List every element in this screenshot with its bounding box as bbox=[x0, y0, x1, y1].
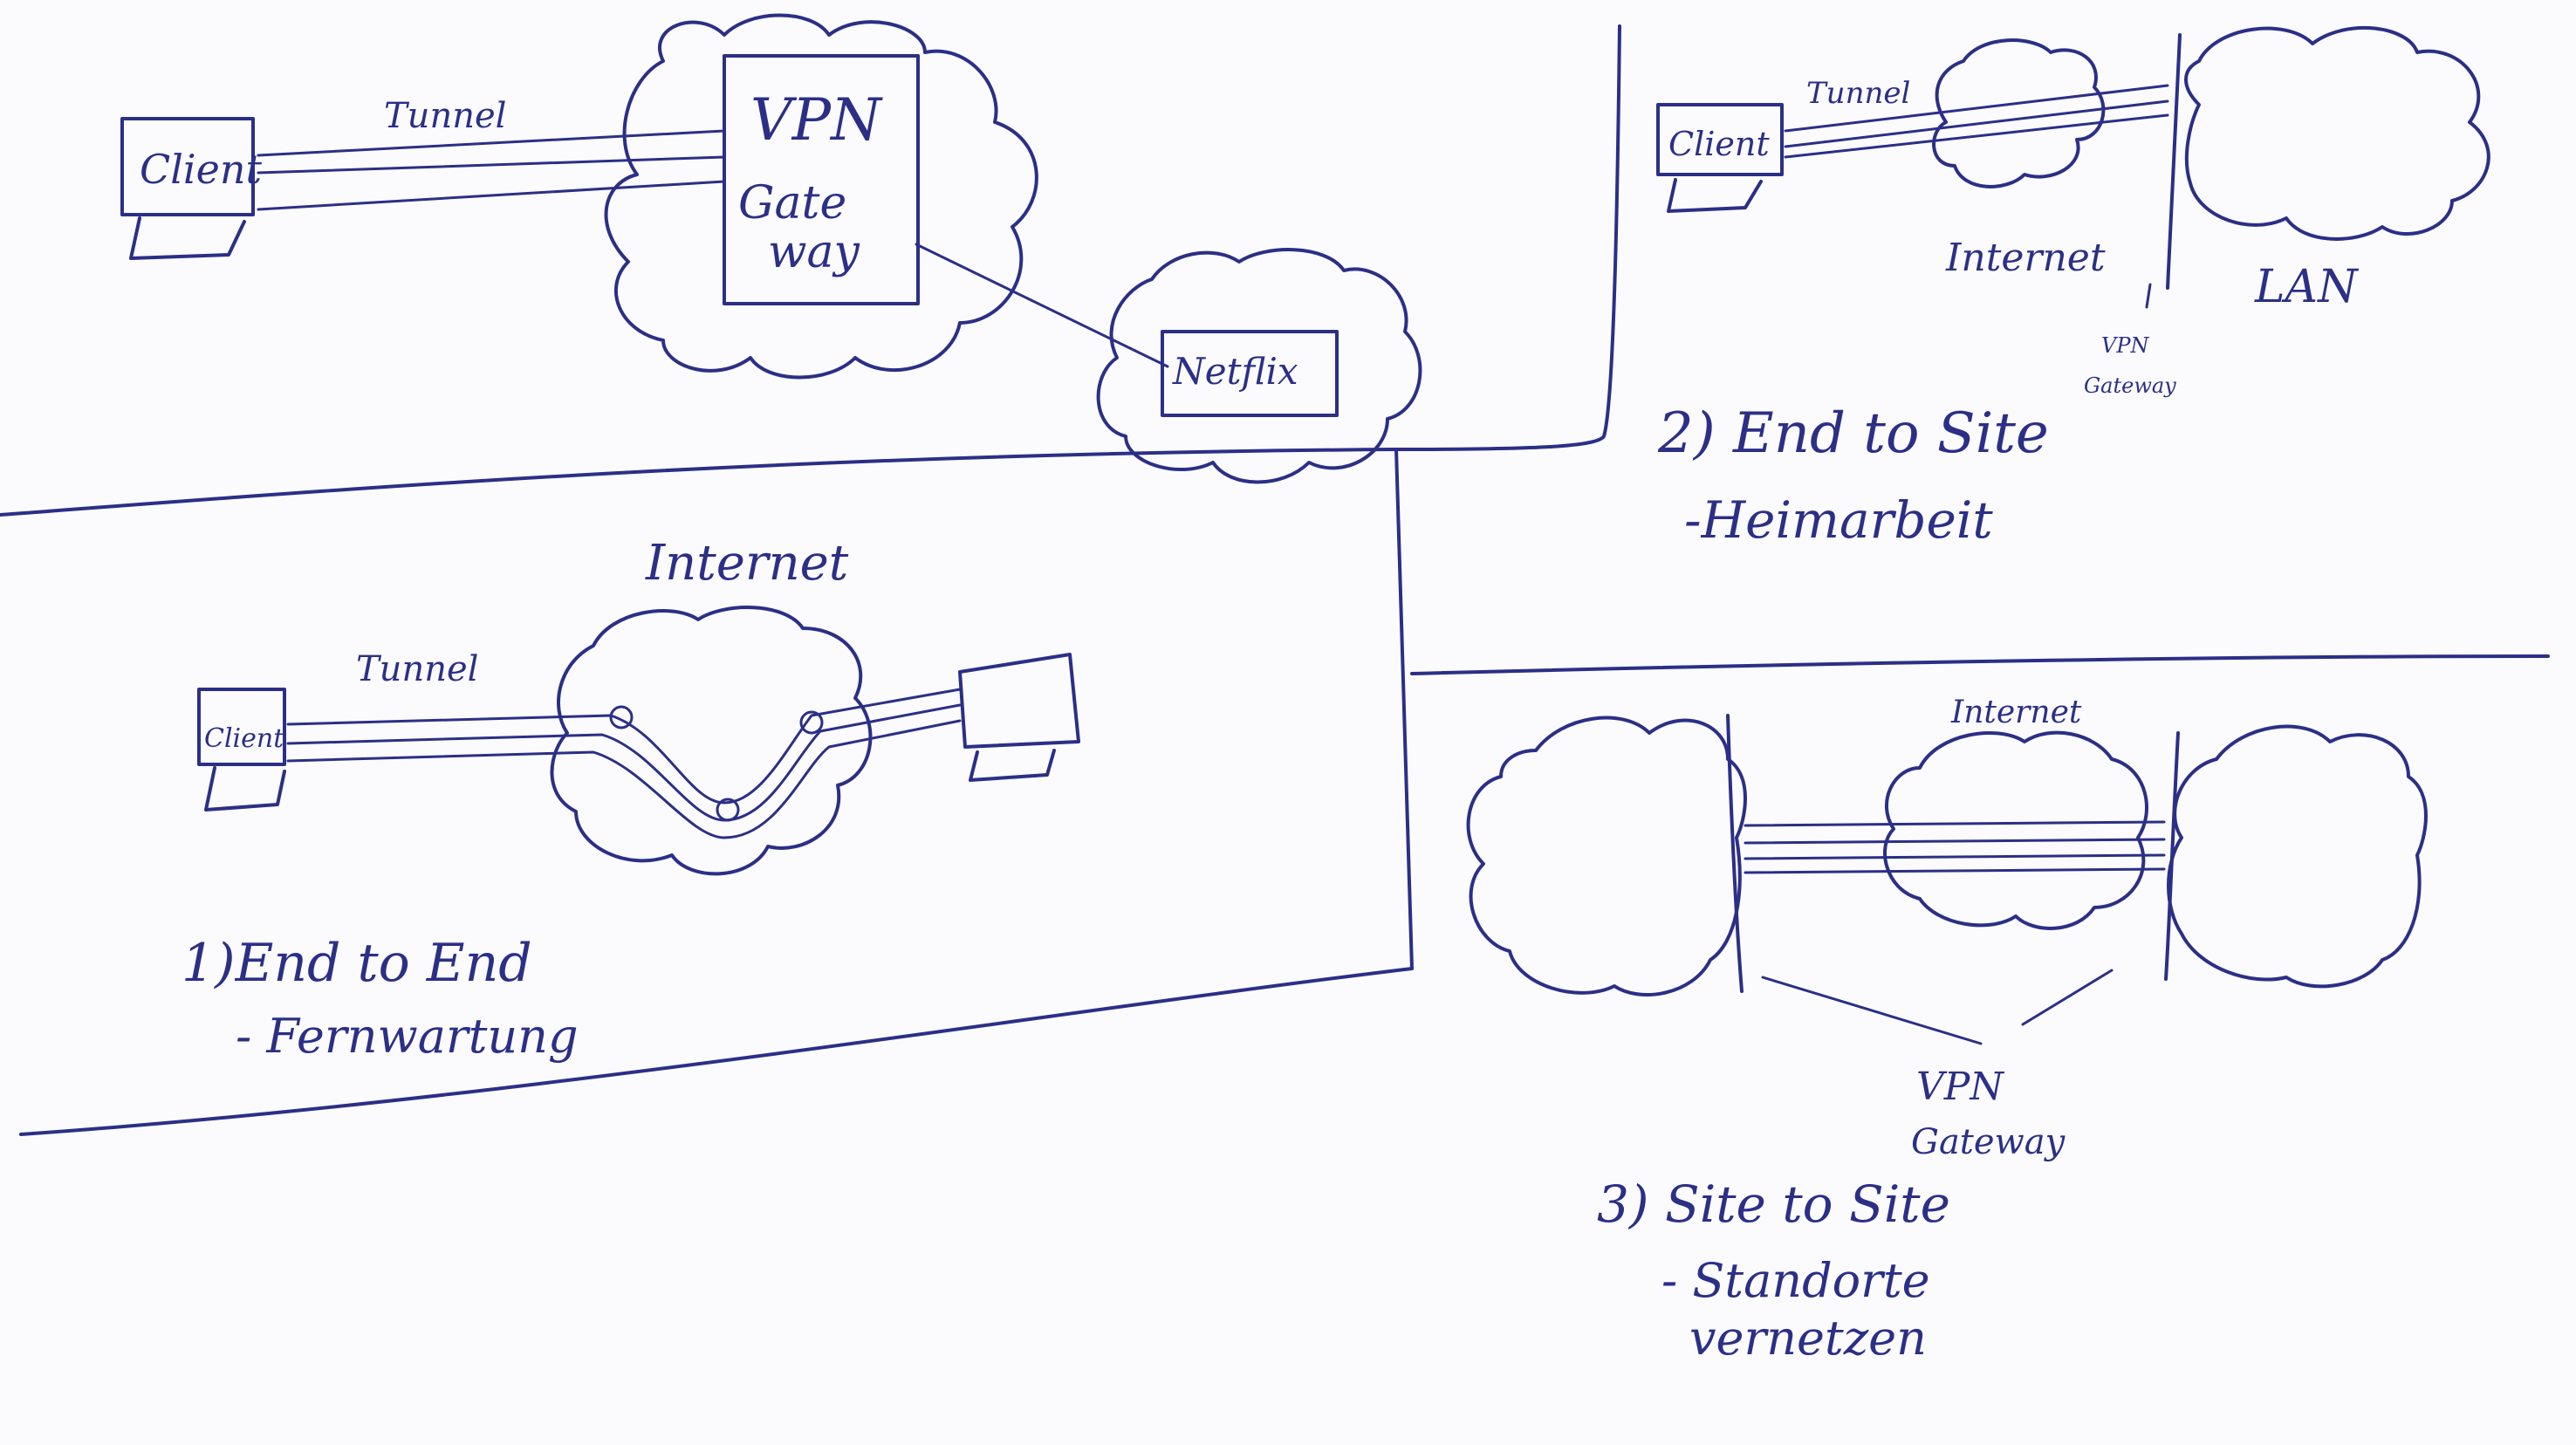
gateway-to-netflix-line bbox=[915, 243, 1169, 368]
tunnel-line-1 bbox=[257, 129, 726, 157]
tunnel-label-3: Tunnel bbox=[356, 649, 478, 689]
s2s-gateway-label-line2: Gateway bbox=[1911, 1122, 2066, 1162]
tunnel-line-2 bbox=[257, 155, 726, 175]
lan-label: LAN bbox=[2254, 261, 2359, 313]
gateway-wall-left bbox=[1726, 714, 1744, 993]
tunnel-line-4 bbox=[1784, 84, 2169, 133]
end-to-end-subtitle: - Fernwartung bbox=[236, 1009, 579, 1064]
internet-label-3: Internet bbox=[1950, 695, 2082, 730]
e2e-tunnel-line-3 bbox=[286, 719, 962, 839]
end-to-end-diagram: Internet Tunnel Client 1)End to End - Fe… bbox=[182, 535, 1080, 1064]
server-monitor-icon bbox=[958, 653, 1080, 749]
client-keyboard-icon-2 bbox=[1667, 178, 1763, 213]
netflix-label: Netflix bbox=[1172, 350, 1298, 393]
gateway-label-2-line1: VPN bbox=[2101, 333, 2149, 358]
e2e-tunnel-line-1 bbox=[286, 688, 962, 805]
lan-cloud bbox=[2184, 25, 2490, 241]
client-keyboard-icon-3 bbox=[204, 766, 286, 812]
gateway-label-line3: way bbox=[768, 226, 860, 278]
section-dividers bbox=[0, 24, 2550, 1136]
gateway-label-line2: Gate bbox=[738, 177, 846, 229]
tunnel-line-6 bbox=[1784, 113, 2169, 159]
internet-label-2: Internet bbox=[1945, 236, 2106, 280]
s2s-gateway-label-line1: VPN bbox=[1916, 1065, 2004, 1109]
gateway-pointer-right bbox=[2021, 969, 2114, 1026]
client-monitor-icon-3 bbox=[197, 688, 286, 766]
end-to-site-diagram: Client Tunnel Internet VPN Gateway LAN 2… bbox=[1656, 25, 2490, 550]
internet-label-1: Internet bbox=[645, 535, 849, 592]
s2s-tunnel-line-1 bbox=[1744, 820, 2166, 827]
tunnel-line-3 bbox=[257, 180, 726, 211]
s2s-tunnel-line-3 bbox=[1744, 853, 2166, 860]
netflix-cloud-shape bbox=[1096, 248, 1422, 484]
client-label: Client bbox=[140, 146, 262, 193]
divider-bottom bbox=[19, 967, 1414, 1136]
client-label-3: Client bbox=[204, 723, 284, 754]
site-to-site-subtitle-line1: - Standorte bbox=[1661, 1253, 1930, 1308]
gateway-label-line1: VPN bbox=[750, 86, 883, 154]
site-to-site-diagram: Internet VPN Gateway 3) Site to Site - S… bbox=[1466, 695, 2428, 1366]
router-node-1 bbox=[609, 705, 634, 729]
tunnel-label: Tunnel bbox=[384, 96, 506, 136]
gateway-cloud-shape bbox=[604, 13, 1038, 380]
s2s-tunnel-line-2 bbox=[1744, 838, 2166, 845]
top-left-diagram: Client Tunnel VPN Gate way Netflix bbox=[120, 13, 1422, 484]
server-keyboard-icon bbox=[969, 749, 1056, 782]
internet-cloud-3 bbox=[1883, 730, 2148, 930]
end-to-site-title: 2) End to Site bbox=[1657, 401, 2049, 466]
vpn-gateway-box bbox=[723, 54, 920, 305]
end-to-site-subtitle: -Heimarbeit bbox=[1684, 490, 1993, 550]
client-keyboard-icon bbox=[129, 216, 246, 260]
tunnel-label-2: Tunnel bbox=[1806, 76, 1910, 111]
site-cloud-right bbox=[2167, 724, 2428, 989]
internet-cloud-small bbox=[1932, 38, 2106, 188]
site-cloud-left bbox=[1466, 716, 1747, 996]
client-monitor-icon-2 bbox=[1656, 103, 1784, 176]
gateway-label-2-line2: Gateway bbox=[2084, 373, 2176, 398]
site-to-site-subtitle-line2: vernetzen bbox=[1689, 1311, 1927, 1366]
site-to-site-title: 3) Site to Site bbox=[1597, 1174, 1950, 1234]
s2s-tunnel-line-4 bbox=[1744, 867, 2166, 874]
gateway-pointer-left bbox=[1761, 976, 1983, 1045]
gateway-wall-right bbox=[2164, 731, 2180, 981]
end-to-end-title: 1)End to End bbox=[182, 933, 532, 994]
gateway-pointer-line bbox=[2145, 283, 2152, 309]
client-monitor-icon bbox=[120, 117, 255, 216]
netflix-box bbox=[1161, 330, 1339, 417]
divider-middle-vertical bbox=[1394, 448, 1414, 970]
client-label-2: Client bbox=[1668, 125, 1770, 163]
internet-cloud-1 bbox=[550, 606, 873, 876]
divider-right-horizontal bbox=[1410, 654, 2550, 675]
router-node-2 bbox=[716, 798, 740, 822]
gateway-wall-line bbox=[2166, 33, 2182, 290]
router-node-3 bbox=[799, 710, 824, 735]
